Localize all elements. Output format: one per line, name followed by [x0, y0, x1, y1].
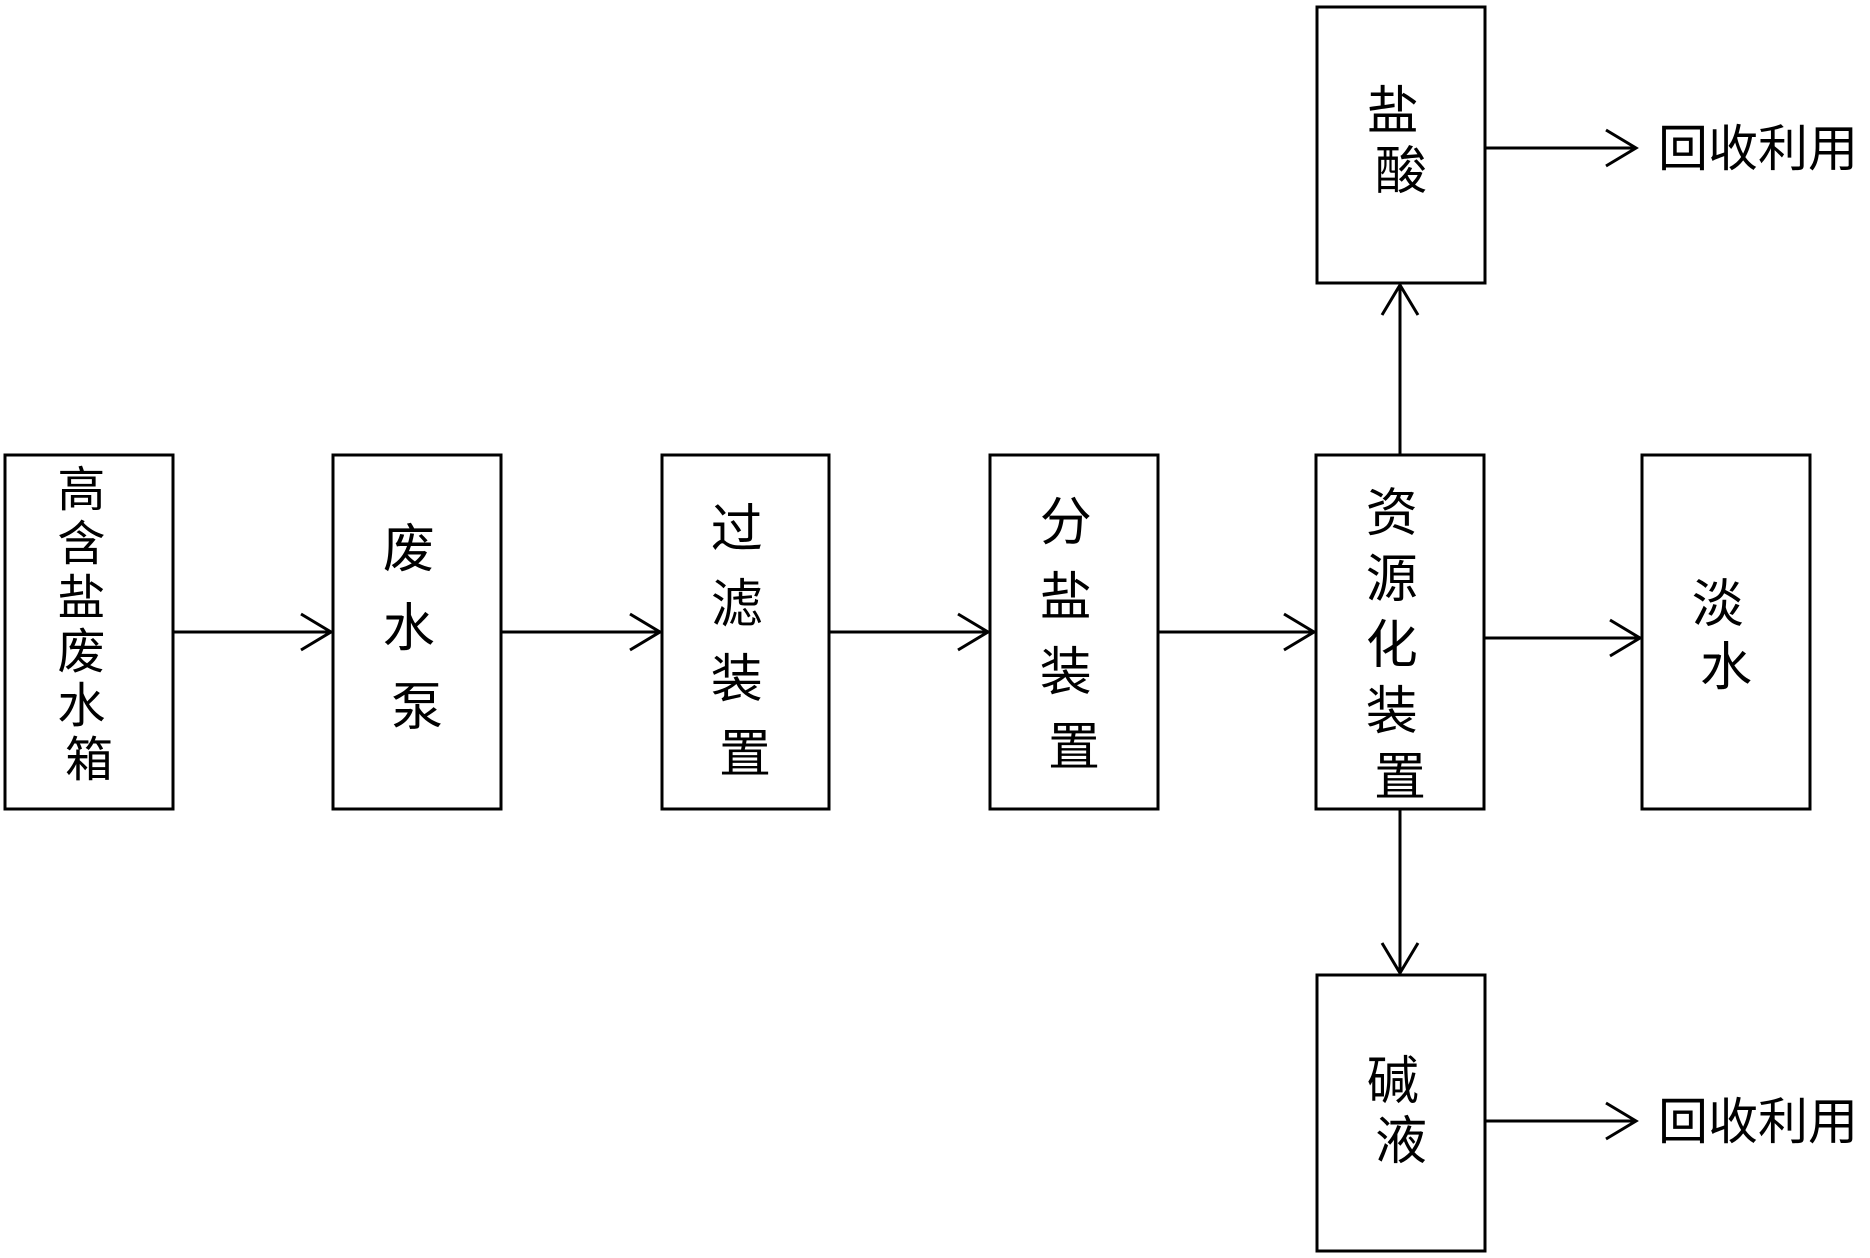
node-char: 液: [1375, 1112, 1427, 1172]
node-char: 泵: [391, 678, 443, 738]
alkali-recycle-label: 回收利用: [1658, 1093, 1858, 1151]
svg-text:分 盐 装 置: 分 盐 装 置: [1040, 493, 1109, 778]
node-char: 含: [57, 516, 105, 572]
node-char: 水: [57, 678, 105, 734]
node-char: 盐: [57, 570, 105, 626]
node-char: 废: [383, 520, 435, 580]
node-char: 装: [1366, 682, 1418, 742]
node-char: 化: [1366, 616, 1418, 676]
node-char: 置: [719, 725, 771, 785]
svg-text:废 水 泵: 废 水 泵: [383, 520, 452, 738]
node-char: 水: [383, 599, 435, 659]
node-char: 分: [1040, 493, 1092, 553]
node-char: 置: [1374, 748, 1426, 808]
arrow-tank-to-pump: [173, 612, 334, 652]
node-char: 淡: [1692, 575, 1744, 635]
arrow-resource-to-acid: [1380, 282, 1420, 455]
acid-recycle-label: 回收利用: [1658, 120, 1858, 178]
node-char: 源: [1366, 550, 1418, 610]
arrow-acid-to-recycle: [1485, 128, 1639, 168]
node-char: 资: [1366, 484, 1418, 544]
svg-text:过 滤 装 置: 过 滤 装 置: [711, 500, 780, 785]
arrow-alkali-to-recycle: [1485, 1101, 1639, 1141]
arrow-filter-to-separate: [829, 612, 991, 652]
svg-text:资 源 化 装: 资 源 化 装 置: [1366, 484, 1435, 808]
node-char: 高: [57, 462, 105, 518]
arrow-pump-to-filter: [501, 612, 663, 652]
hydrochloric-acid-node: 盐 酸: [1315, 5, 1487, 285]
resource-recovery-device-node: 资 源 化 装 置: [1314, 453, 1486, 811]
wastewater-tank-node: 高 含 盐 废 水 箱: [3, 453, 175, 811]
filter-device-node: 过 滤 装 置: [660, 453, 831, 811]
arrow-resource-to-fresh: [1484, 618, 1643, 658]
wastewater-pump-node: 废 水 泵: [331, 453, 503, 811]
arrow-resource-to-alkali: [1380, 809, 1420, 976]
node-char: 碱: [1367, 1052, 1419, 1112]
node-char: 酸: [1375, 142, 1427, 202]
node-char: 置: [1048, 718, 1100, 778]
node-char: 箱: [65, 732, 113, 788]
node-char: 装: [1040, 643, 1092, 703]
alkali-solution-node: 碱 液: [1315, 973, 1487, 1253]
node-char: 装: [711, 650, 763, 710]
node-char: 滤: [711, 575, 763, 635]
fresh-water-node: 淡 水: [1640, 453, 1812, 811]
svg-text:碱 液: 碱 液: [1367, 1052, 1436, 1172]
svg-text:盐 酸: 盐 酸: [1367, 82, 1436, 202]
arrow-separate-to-resource: [1158, 612, 1317, 652]
svg-text:淡 水: 淡 水: [1692, 575, 1761, 698]
node-char: 盐: [1040, 568, 1092, 628]
node-char: 水: [1700, 638, 1752, 698]
node-char: 盐: [1367, 82, 1419, 142]
salt-separation-device-node: 分 盐 装 置: [988, 453, 1160, 811]
node-char: 过: [711, 500, 763, 560]
svg-text:高 含 盐 废: 高 含 盐 废 水 箱: [57, 462, 120, 788]
node-char: 废: [57, 624, 105, 680]
